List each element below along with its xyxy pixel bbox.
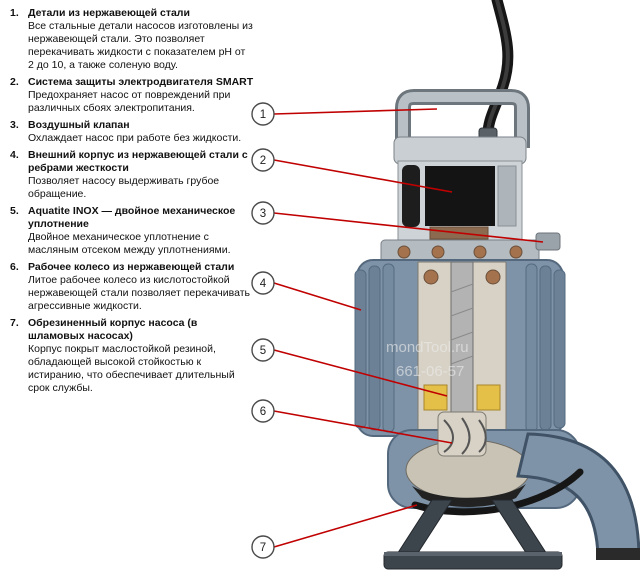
leader-line-6 (273, 410, 453, 444)
callout-6: 6 (251, 399, 275, 423)
feature-item-1: 1. Детали из нержавеющей стали Все сталь… (10, 7, 254, 72)
feature-number: 5. (10, 205, 19, 217)
feature-title: Система защиты электродвигателя SMART (28, 76, 254, 88)
callout-5: 5 (251, 338, 275, 362)
callouts: 1 2 3 4 5 6 7 (251, 102, 275, 559)
motor-stator (425, 166, 495, 226)
mechanical-seal-right (476, 384, 501, 411)
feature-title: Обрезиненный корпус насоса (в шламовых н… (28, 317, 198, 342)
watermark-line1: mondTool.ru (386, 339, 469, 356)
capacitor (402, 165, 420, 227)
feature-body: Предохраняет насос от повреждений при ра… (28, 89, 231, 114)
watermark-line2: 661-06-57 (396, 363, 464, 380)
feature-number: 2. (10, 76, 19, 88)
callout-2: 2 (251, 148, 275, 172)
feature-body: Корпус покрыт маслостойкой резиной, обла… (28, 343, 235, 394)
leader-line-2 (273, 159, 453, 193)
callout-6-label: 6 (260, 406, 266, 418)
callout-4-label: 4 (260, 278, 267, 290)
feature-number: 3. (10, 119, 19, 131)
feature-title: Воздушный клапан (28, 119, 130, 131)
callout-3-label: 3 (260, 208, 266, 220)
callout-2-label: 2 (260, 155, 266, 167)
callout-5-label: 5 (260, 345, 266, 357)
feature-body: Двойное механическое уплотнение с маслян… (28, 231, 231, 256)
callout-7-label: 7 (260, 542, 266, 554)
feature-title: Внешний корпус из нержавеющей стали с ре… (28, 149, 248, 174)
feature-item-7: 7. Обрезиненный корпус насоса (в шламовы… (10, 317, 254, 395)
mechanical-seal-left (423, 384, 448, 411)
feature-body: Позволяет насосу выдерживать грубое обра… (28, 175, 220, 200)
callout-7: 7 (251, 535, 275, 559)
mid-flange (380, 232, 561, 264)
watermark: mondTool.ru 661-06-57 (386, 339, 469, 380)
feature-item-6: 6. Рабочее колесо из нержавеющей стали Л… (10, 261, 254, 313)
leader-line-7 (273, 504, 418, 548)
motor-cap (393, 136, 527, 165)
stand (383, 499, 563, 570)
leader-line-1 (273, 108, 438, 115)
feature-title: Рабочее колесо из нержавеющей стали (28, 261, 235, 273)
power-cable-icon (478, 0, 514, 148)
feature-body: Литое рабочее колесо из кислотостойкой н… (28, 274, 250, 312)
feature-number: 7. (10, 317, 19, 329)
motor-section (397, 160, 523, 242)
leader-line-4 (273, 282, 362, 311)
feature-number: 4. (10, 149, 19, 161)
feature-number: 6. (10, 261, 19, 273)
leader-lines (273, 108, 544, 548)
shaft-cutaway (417, 261, 507, 435)
feature-body: Охлаждает насос при работе без жидкости. (28, 132, 242, 144)
feature-item-5: 5. Aquatite INOX — двойное механическое … (10, 205, 254, 257)
callout-4: 4 (251, 271, 275, 295)
feature-item-2: 2. Система защиты электродвигателя SMART… (10, 76, 254, 115)
feature-title: Aquatite INOX — двойное механическое упл… (28, 205, 236, 230)
callout-1-label: 1 (260, 109, 266, 121)
impeller (437, 411, 487, 457)
feature-number: 1. (10, 7, 19, 19)
leader-line-3 (273, 212, 544, 243)
handle (395, 89, 530, 148)
feature-item-4: 4. Внешний корпус из нержавеющей стали с… (10, 149, 254, 201)
feature-list: 1. Детали из нержавеющей стали Все сталь… (10, 7, 254, 399)
leader-line-5 (273, 349, 448, 397)
feature-body: Все стальные детали насосов изготовлены … (28, 20, 253, 71)
callout-3: 3 (251, 201, 275, 225)
discharge-opening (596, 548, 640, 560)
feature-item-3: 3. Воздушный клапан Охлаждает насос при … (10, 119, 254, 145)
feature-title: Детали из нержавеющей стали (28, 7, 190, 19)
callout-1: 1 (251, 102, 275, 126)
